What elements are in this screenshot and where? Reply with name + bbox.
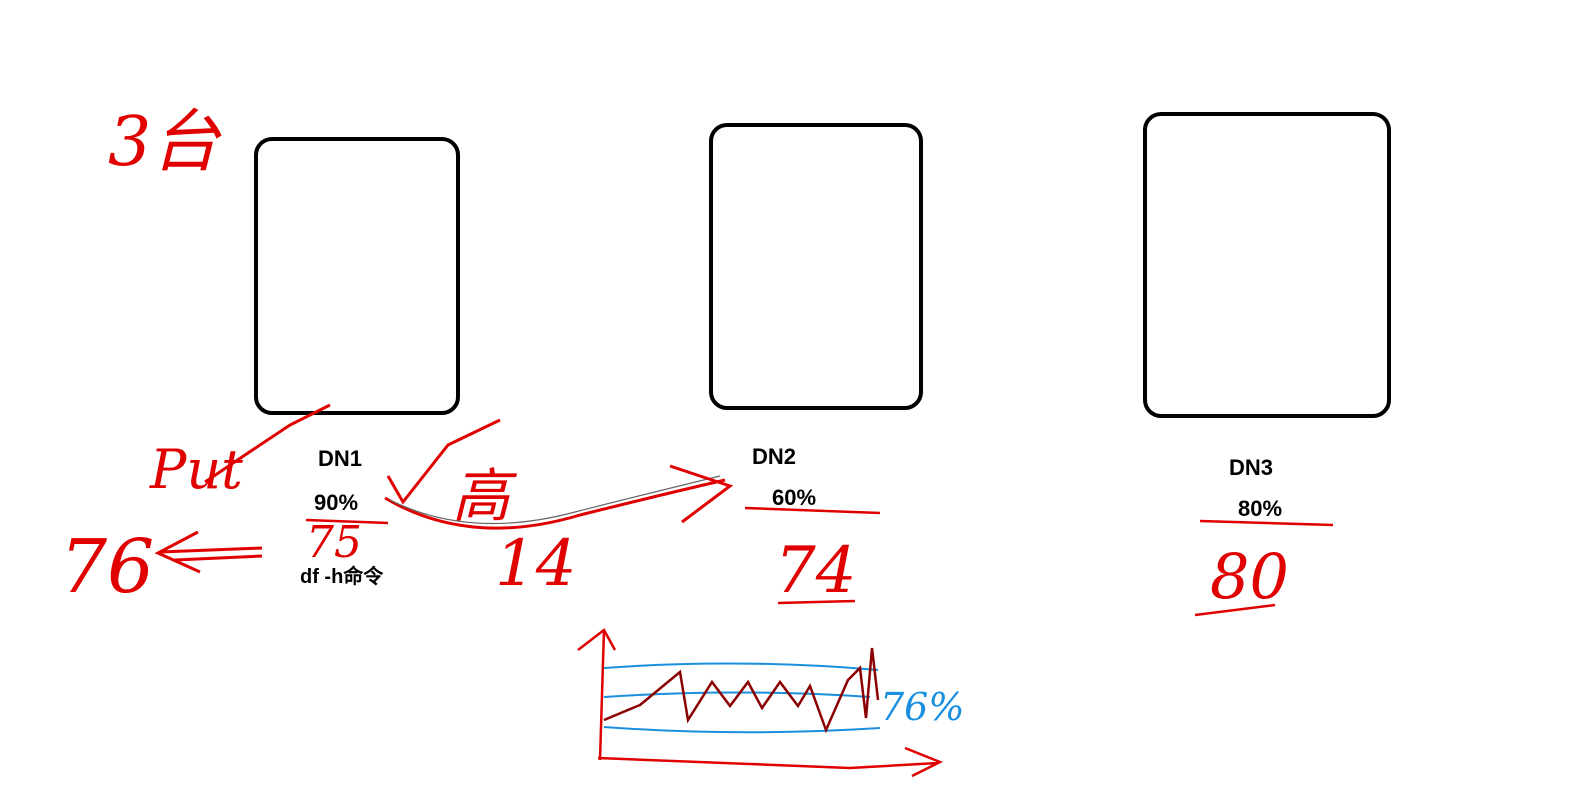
chart-band-line-1 bbox=[603, 662, 879, 671]
underline-value-dn3 bbox=[1194, 603, 1276, 617]
datanode-box-dn1 bbox=[254, 137, 460, 415]
annotation-top-left: 3台 bbox=[108, 103, 222, 182]
handwritten-value-dn3: 80 bbox=[1210, 540, 1289, 613]
underline-value-dn2 bbox=[777, 599, 856, 605]
node-name-dn1: DN1 bbox=[318, 446, 363, 471]
chart-band-line-3 bbox=[603, 726, 881, 734]
annotation-move-amount: 14 bbox=[495, 527, 576, 601]
chart-band-line-2 bbox=[603, 691, 871, 698]
transfer-arrow-curve-gray bbox=[389, 475, 721, 525]
chart-x-axis bbox=[597, 746, 944, 778]
handwritten-value-dn1: 75 bbox=[306, 517, 362, 568]
handwritten-value-dn2: 74 bbox=[775, 534, 856, 608]
node-usage-dn3: 80% bbox=[1238, 496, 1283, 521]
transfer-arrow-curve bbox=[384, 478, 726, 530]
transfer-arrowhead bbox=[669, 464, 734, 524]
annotation-result: 76 bbox=[60, 524, 154, 610]
node-usage-dn1: 90% bbox=[314, 490, 359, 515]
node-name-dn2: DN2 bbox=[752, 444, 797, 469]
underline-dn2 bbox=[744, 506, 881, 515]
annotation-chart-percent: 76% bbox=[880, 685, 964, 729]
datanode-box-dn2 bbox=[709, 123, 923, 410]
node-name-dn3: DN3 bbox=[1229, 455, 1274, 480]
node-usage-dn2: 60% bbox=[772, 485, 817, 510]
datanode-box-dn3 bbox=[1143, 112, 1391, 418]
annotation-put: Put bbox=[149, 438, 243, 501]
annotation-arrow-char: 高 bbox=[452, 462, 518, 530]
underline-dn3 bbox=[1199, 519, 1334, 527]
put-check-stroke bbox=[204, 403, 331, 484]
checkmark-stroke bbox=[386, 418, 501, 505]
command-label: df -h命令 bbox=[300, 566, 384, 588]
chart-zigzag bbox=[603, 647, 880, 734]
result-arrow bbox=[154, 530, 263, 574]
chart-y-axis bbox=[577, 628, 617, 761]
underline-dn1 bbox=[305, 518, 389, 525]
